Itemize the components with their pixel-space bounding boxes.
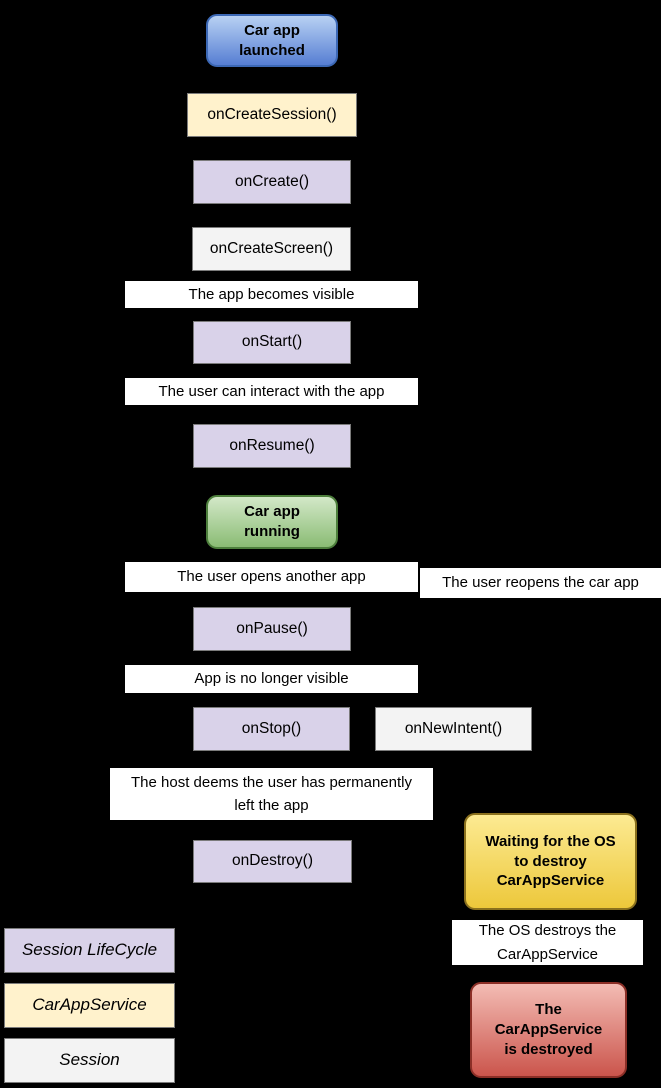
node-on-destroy: onDestroy() bbox=[193, 840, 352, 883]
annotation-user-can-interact: The user can interact with the app bbox=[125, 378, 418, 405]
node-on-pause: onPause() bbox=[193, 607, 351, 651]
annotation-app-no-longer-visible: App is no longer visible bbox=[125, 665, 418, 693]
node-on-stop: onStop() bbox=[193, 707, 350, 751]
node-carappservice-destroyed: The CarAppService is destroyed bbox=[470, 982, 627, 1078]
node-car-app-running: Car app running bbox=[206, 495, 338, 549]
legend-item-session: Session bbox=[4, 1038, 175, 1083]
annotation-user-reopens-car-app: The user reopens the car app bbox=[420, 568, 661, 598]
annotation-os-destroys-carappservice: The OS destroys the CarAppService bbox=[452, 920, 643, 965]
node-on-start: onStart() bbox=[193, 321, 351, 364]
node-on-new-intent: onNewIntent() bbox=[375, 707, 532, 751]
node-on-resume: onResume() bbox=[193, 424, 351, 468]
node-car-app-launched: Car app launched bbox=[206, 14, 338, 67]
node-on-create-session: onCreateSession() bbox=[187, 93, 357, 137]
legend-item-carappservice: CarAppService bbox=[4, 983, 175, 1028]
annotation-host-deems-user-left: The host deems the user has permanently … bbox=[110, 768, 433, 820]
node-waiting-os-destroy: Waiting for the OS to destroy CarAppServ… bbox=[464, 813, 637, 910]
annotation-user-opens-another-app: The user opens another app bbox=[125, 562, 418, 592]
legend-item-session-lifecycle: Session LifeCycle bbox=[4, 928, 175, 973]
node-on-create-screen: onCreateScreen() bbox=[192, 227, 351, 271]
annotation-app-becomes-visible: The app becomes visible bbox=[125, 281, 418, 308]
node-on-create: onCreate() bbox=[193, 160, 351, 204]
